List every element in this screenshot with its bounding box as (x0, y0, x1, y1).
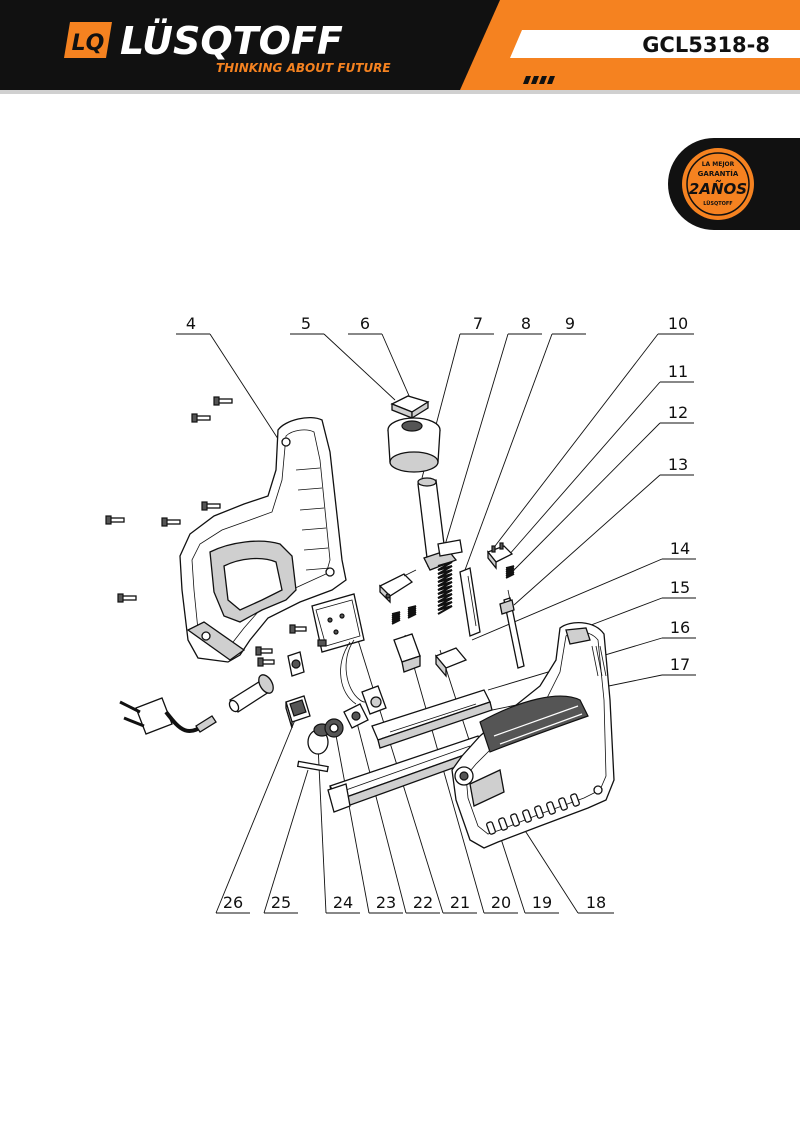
brand-name: LÜSQTOFF (120, 19, 343, 63)
right-labels: 11 12 13 14 15 16 17 (660, 362, 696, 676)
part-label-21: 21 (450, 893, 470, 912)
part-label-10: 10 (668, 314, 688, 333)
bottom-labels: 26 25 24 23 22 21 20 19 18 (216, 893, 614, 914)
part-label-15: 15 (670, 578, 690, 597)
part-label-23: 23 (376, 893, 396, 912)
part-label-24: 24 (333, 893, 353, 912)
gear (324, 718, 344, 738)
cord-sleeve (228, 674, 274, 713)
safety-rod (499, 589, 525, 669)
capacitor (361, 685, 387, 715)
power-switch (285, 695, 311, 729)
pusher (393, 633, 421, 673)
pusher-springs (391, 605, 417, 625)
circuit-board (311, 593, 365, 653)
brand-tagline: THINKING ABOUT FUTURE (216, 61, 391, 75)
badge-brand: LÜSQTOFF (703, 200, 732, 207)
part-label-13: 13 (668, 455, 688, 474)
part-label-12: 12 (668, 403, 688, 422)
warranty-badge: LA MEJOR GARANTÍA 2AÑOS LÜSQTOFF (668, 138, 800, 230)
badge-years: 2AÑOS (689, 179, 747, 198)
solenoid-cap (390, 395, 430, 420)
plunger (417, 477, 463, 571)
magazine-rail (371, 689, 493, 749)
part-label-16: 16 (670, 618, 690, 637)
guide-block (434, 647, 468, 678)
part-label-8: 8 (521, 314, 531, 333)
main-spring (437, 561, 453, 615)
top-labels: 4 5 6 7 8 9 10 (176, 314, 694, 335)
contact-block (486, 542, 514, 570)
part-label-20: 20 (491, 893, 511, 912)
part-label-4: 4 (186, 314, 196, 333)
part-label-6: 6 (360, 314, 370, 333)
potentiometer (343, 703, 369, 729)
nose-plate (327, 783, 351, 813)
header-banner: LQ LÜSQTOFF THINKING ABOUT FUTURE GCL531… (0, 0, 800, 96)
part-label-19: 19 (532, 893, 552, 912)
pin (296, 760, 329, 773)
small-spring (505, 565, 515, 579)
part-label-18: 18 (586, 893, 606, 912)
part-label-26: 26 (223, 893, 243, 912)
power-plug (119, 697, 217, 735)
vent-lines (591, 645, 607, 677)
part-label-11: 11 (668, 362, 688, 381)
part-label-22: 22 (413, 893, 433, 912)
micro-switch (378, 569, 417, 604)
part-label-9: 9 (565, 314, 575, 333)
part-label-7: 7 (473, 314, 483, 333)
badge-line1: LA MEJOR (702, 161, 735, 168)
model-plate (510, 30, 800, 58)
exploded-view-diagram: 4 5 6 7 8 9 10 11 12 13 14 15 (0, 300, 800, 920)
part-label-14: 14 (670, 539, 690, 558)
part-label-17: 17 (670, 655, 690, 674)
brand-logo: LQ LÜSQTOFF THINKING ABOUT FUTURE (64, 19, 391, 75)
grip-slots (486, 793, 580, 835)
knob-holder (287, 651, 305, 677)
part-label-25: 25 (271, 893, 291, 912)
left-housing (179, 416, 347, 663)
model-number: GCL5318-8 (642, 33, 770, 57)
badge-line2: GARANTÍA (698, 169, 739, 178)
stripe-decor (523, 76, 555, 84)
part-label-5: 5 (301, 314, 311, 333)
leader-lines (209, 333, 663, 914)
solenoid-coil (387, 417, 441, 473)
right-housing (451, 622, 615, 849)
logo-mark: LQ (72, 31, 105, 56)
driver-blade (459, 567, 481, 637)
